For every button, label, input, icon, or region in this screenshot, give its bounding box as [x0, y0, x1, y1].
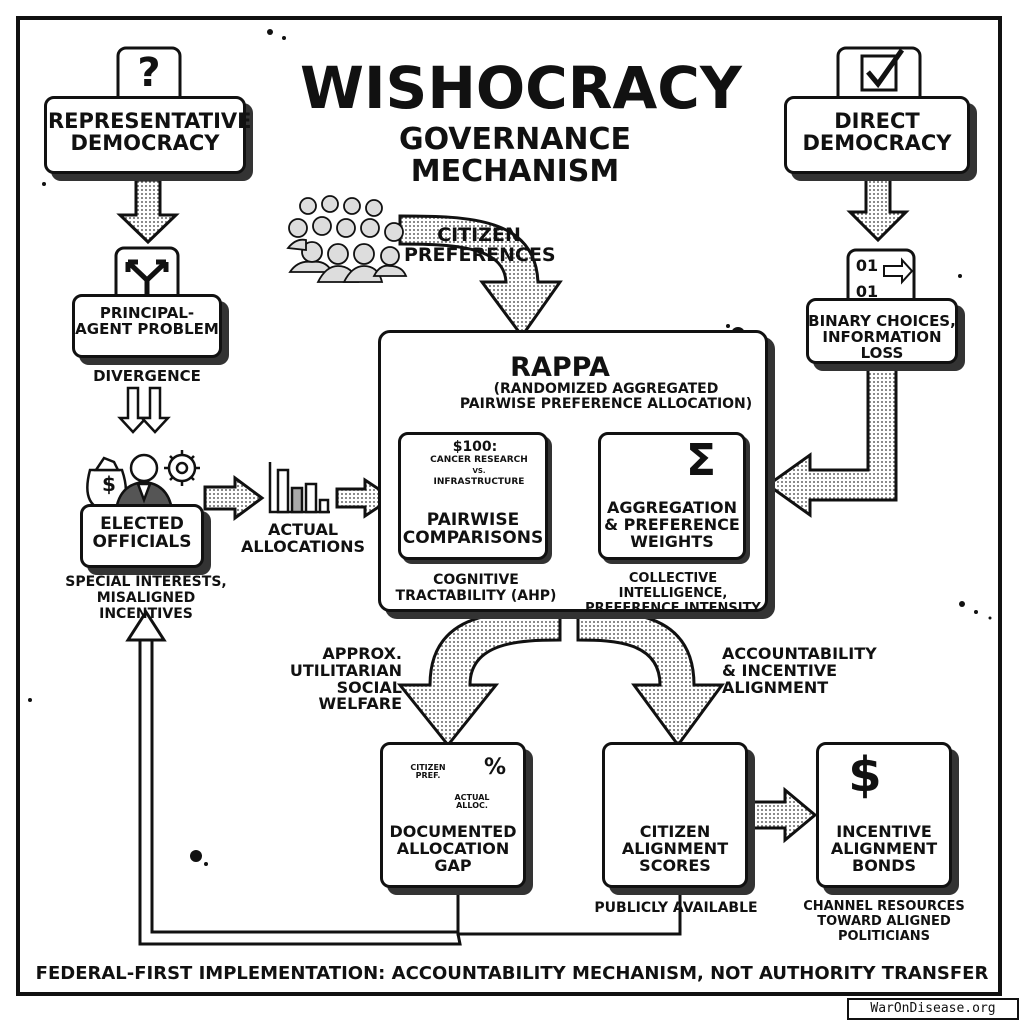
binary-digits-top: 01	[855, 256, 879, 275]
outer-frame	[16, 16, 1002, 996]
special-interests-caption: SPECIAL INTERESTS, MISALIGNED INCENTIVES	[65, 574, 227, 623]
arrow-rep-to-pa	[116, 178, 180, 245]
publicly-available-caption: PUBLICLY AVAILABLE	[594, 900, 758, 916]
arrow-prefs-to-rappa	[398, 214, 563, 339]
rappa-full-name: (RANDOMIZED AGGREGATED PAIRWISE PREFEREN…	[459, 381, 753, 412]
branch-icon	[125, 259, 169, 298]
channel-resources-caption: CHANNEL RESOURCES TOWARD ALIGNED POLITIC…	[803, 899, 965, 944]
cloud-vs: VS.	[472, 467, 486, 475]
divergence-label: DIVERGENCE	[93, 367, 201, 385]
accountability-label: ACCOUNTABILITY & INCENTIVE ALIGNMENT	[722, 644, 877, 697]
page-subtitle: GOVERNANCE MECHANISM	[398, 122, 632, 189]
gear-icon-small	[164, 450, 200, 486]
arrow-divergence-left	[117, 386, 149, 434]
arrow-scores-to-bonds	[746, 786, 818, 844]
actual-allocations-label: ACTUAL ALLOCATIONS	[240, 520, 366, 556]
cloud-option-b: INFRASTRUCTURE	[433, 477, 525, 487]
alignment-scores-box	[602, 742, 748, 888]
citizen-preferences-label: CITIZEN PREFERENCES	[404, 224, 556, 266]
aggregation-label: AGGREGATION & PREFERENCE WEIGHTS	[604, 498, 740, 551]
representative-democracy-box	[44, 96, 246, 174]
documented-gap-box	[380, 742, 526, 888]
documented-gap-label: DOCUMENTED ALLOCATION GAP	[389, 822, 517, 875]
pairwise-comparisons-label: PAIRWISE COMPARISONS	[402, 510, 544, 548]
feedback-loop-arrowhead	[125, 609, 167, 642]
page-title: WISHOCRACY	[300, 54, 742, 122]
arrow-divergence-right	[139, 386, 171, 434]
arrow-direct-to-binary	[846, 176, 910, 243]
bonds-box	[816, 742, 952, 888]
arrow-elected-to-actual	[203, 475, 265, 521]
checkmark-icon	[866, 48, 905, 89]
elected-officials-label: ELECTED OFFICIALS	[92, 514, 192, 552]
binary-choices-label: BINARY CHOICES, INFORMATION LOSS	[808, 312, 956, 362]
arrow-rappa-to-gap	[396, 610, 562, 748]
binary-digits-bottom: 01	[855, 282, 879, 301]
binary-arrow-icon	[883, 257, 914, 285]
question-icon: ?	[137, 50, 161, 96]
cloud-amount: $100:	[452, 439, 498, 455]
gap-actual-alloc-label: ACTUAL ALLOC.	[454, 793, 490, 811]
bonds-label: INCENTIVE ALIGNMENT BONDS	[830, 822, 938, 875]
aggregation-box	[598, 432, 746, 560]
representative-democracy-label: REPRESENTATIVE DEMOCRACY	[48, 109, 252, 156]
collective-intelligence-caption: COLLECTIVE INTELLIGENCE, PREFERENCE INTE…	[585, 571, 761, 616]
approx-utilitarian-label: APPROX. UTILITARIAN SOCIAL WELFARE	[289, 644, 402, 714]
bonds-dollar-icon: $	[848, 747, 882, 803]
alignment-scores-label: CITIZEN ALIGNMENT SCORES	[621, 822, 729, 875]
arrow-binary-to-rappa	[765, 366, 898, 518]
principal-agent-label: PRINCIPAL-AGENT PROBLEM	[75, 304, 219, 338]
binary-choices-box	[806, 298, 958, 364]
gap-citizen-pref-label: CITIZEN PREF.	[410, 763, 446, 781]
elected-officials-box	[80, 504, 204, 568]
direct-democracy-label: DIRECT DEMOCRACY	[802, 109, 952, 156]
footer-text: FEDERAL-FIRST IMPLEMENTATION: ACCOUNTABI…	[35, 963, 989, 984]
cognitive-tractability-caption: COGNITIVE TRACTABILITY (AHP)	[395, 572, 557, 605]
sigma-icon: Σ	[685, 435, 717, 486]
direct-democracy-box	[784, 96, 970, 174]
pairwise-comparisons-box	[398, 432, 548, 560]
official-icon	[114, 453, 174, 512]
percent-icon: %	[483, 755, 507, 780]
bar-chart-icon	[268, 462, 330, 514]
principal-agent-box	[72, 294, 222, 358]
dollar-sign-icon: $	[102, 472, 116, 496]
rappa-title: RAPPA	[510, 352, 610, 383]
credit-link[interactable]: WarOnDisease.org	[847, 998, 1019, 1020]
feedback-loop-line	[138, 640, 682, 946]
crowd-icon	[286, 195, 408, 283]
arrow-rappa-to-scores	[576, 610, 725, 748]
cloud-option-a: CANCER RESEARCH	[430, 455, 528, 465]
